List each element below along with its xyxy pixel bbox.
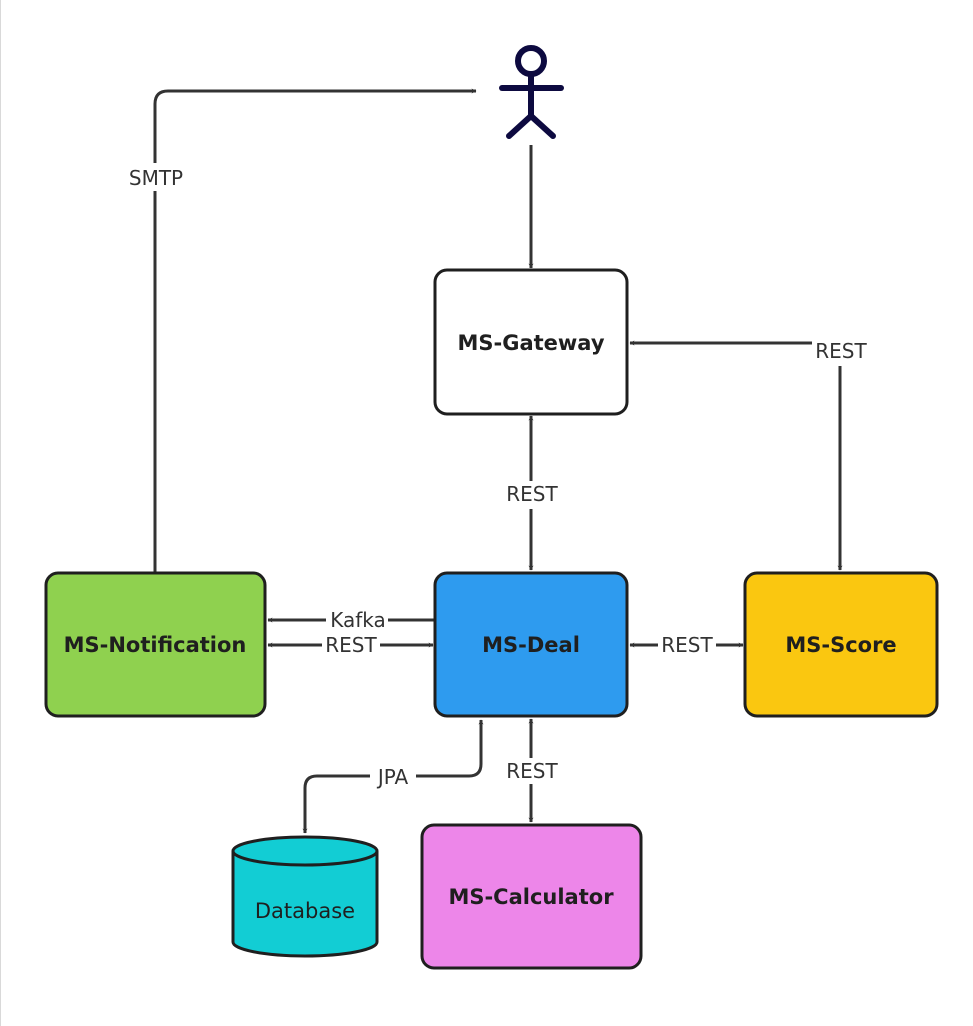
- node-ms-gateway-label: MS-Gateway: [457, 331, 604, 355]
- edge-label-deal-calculator: REST: [506, 759, 558, 783]
- user-stick-figure-icon: [499, 45, 564, 139]
- node-ms-deal-label: MS-Deal: [482, 633, 580, 657]
- node-ms-notification-label: MS-Notification: [64, 633, 247, 657]
- edge-notification-to-user: [153, 88, 477, 572]
- edge-label-gateway-deal: REST: [506, 482, 558, 506]
- edge-label-smtp: SMTP: [129, 166, 183, 190]
- edge-label-jpa: JPA: [376, 765, 409, 789]
- node-ms-calculator[interactable]: MS-Calculator: [420, 823, 643, 970]
- node-ms-score[interactable]: MS-Score: [743, 571, 939, 718]
- page-border: [0, 0, 1, 1026]
- node-ms-deal[interactable]: MS-Deal: [433, 571, 629, 718]
- edge-label-deal-score: REST: [661, 633, 713, 657]
- node-database-label: Database: [255, 899, 355, 923]
- node-ms-calculator-label: MS-Calculator: [448, 885, 614, 909]
- node-ms-notification[interactable]: MS-Notification: [44, 571, 267, 718]
- edge-label-score-gateway: REST: [815, 339, 867, 363]
- edge-label-notification-deal: REST: [325, 633, 377, 657]
- node-ms-score-label: MS-Score: [785, 633, 896, 657]
- edge-score-to-gateway: [629, 340, 843, 571]
- edge-label-kafka: Kafka: [330, 608, 386, 632]
- node-database[interactable]: Database: [231, 835, 379, 958]
- node-ms-gateway[interactable]: MS-Gateway: [433, 268, 629, 416]
